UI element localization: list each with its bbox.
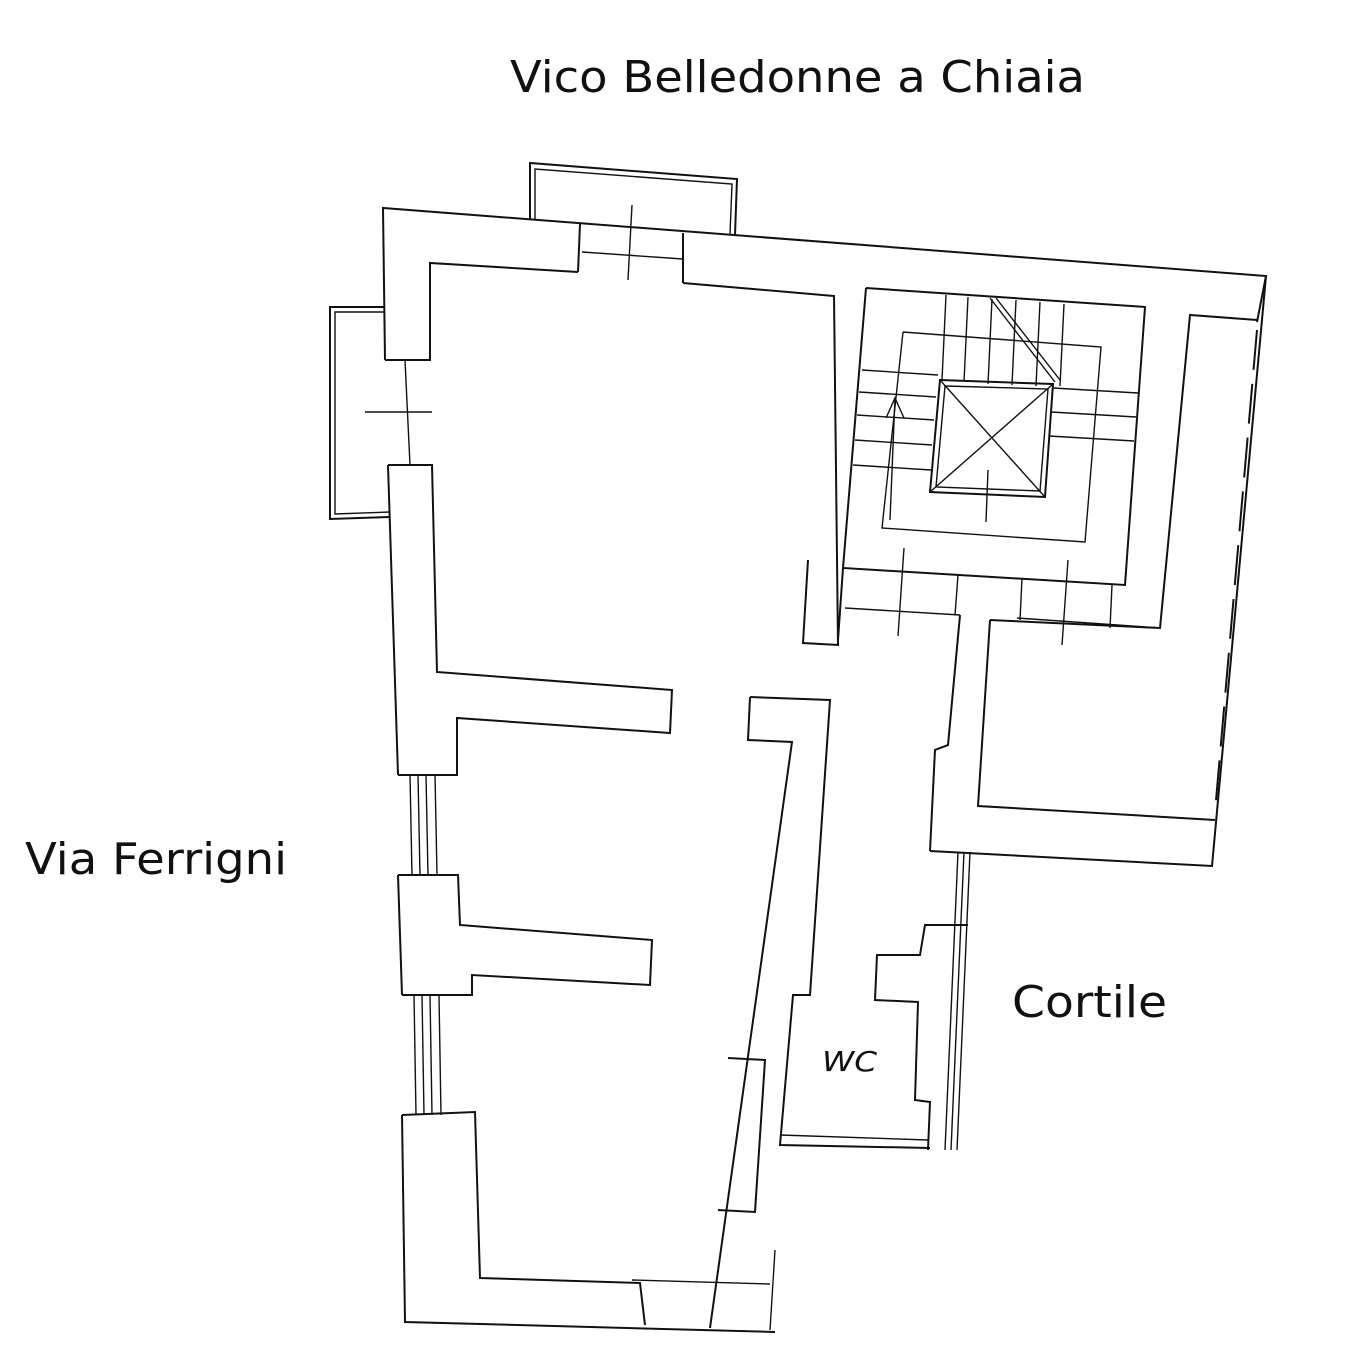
window-courtyard — [944, 851, 971, 1151]
window-left-upper — [365, 359, 432, 466]
corridor-walls — [709, 696, 931, 1331]
balcony-left — [329, 306, 391, 521]
street-label-top: Vico Belledonne a Chiaia — [510, 52, 1085, 103]
room-walls-west — [385, 261, 840, 1326]
room-walls-east — [976, 313, 1258, 821]
staircase — [837, 287, 1161, 646]
elevator-shaft — [928, 378, 1055, 523]
street-label-left: Via Ferrigni — [25, 834, 287, 885]
wc-room — [779, 614, 968, 1151]
outer-walls — [381, 206, 1268, 1333]
window-top — [577, 204, 684, 283]
window-left-lower — [413, 994, 442, 1116]
wc-label: WC — [822, 1045, 878, 1078]
courtyard-label: Cortile — [1012, 977, 1167, 1028]
balcony-top — [529, 161, 739, 236]
window-left-middle — [409, 774, 438, 876]
